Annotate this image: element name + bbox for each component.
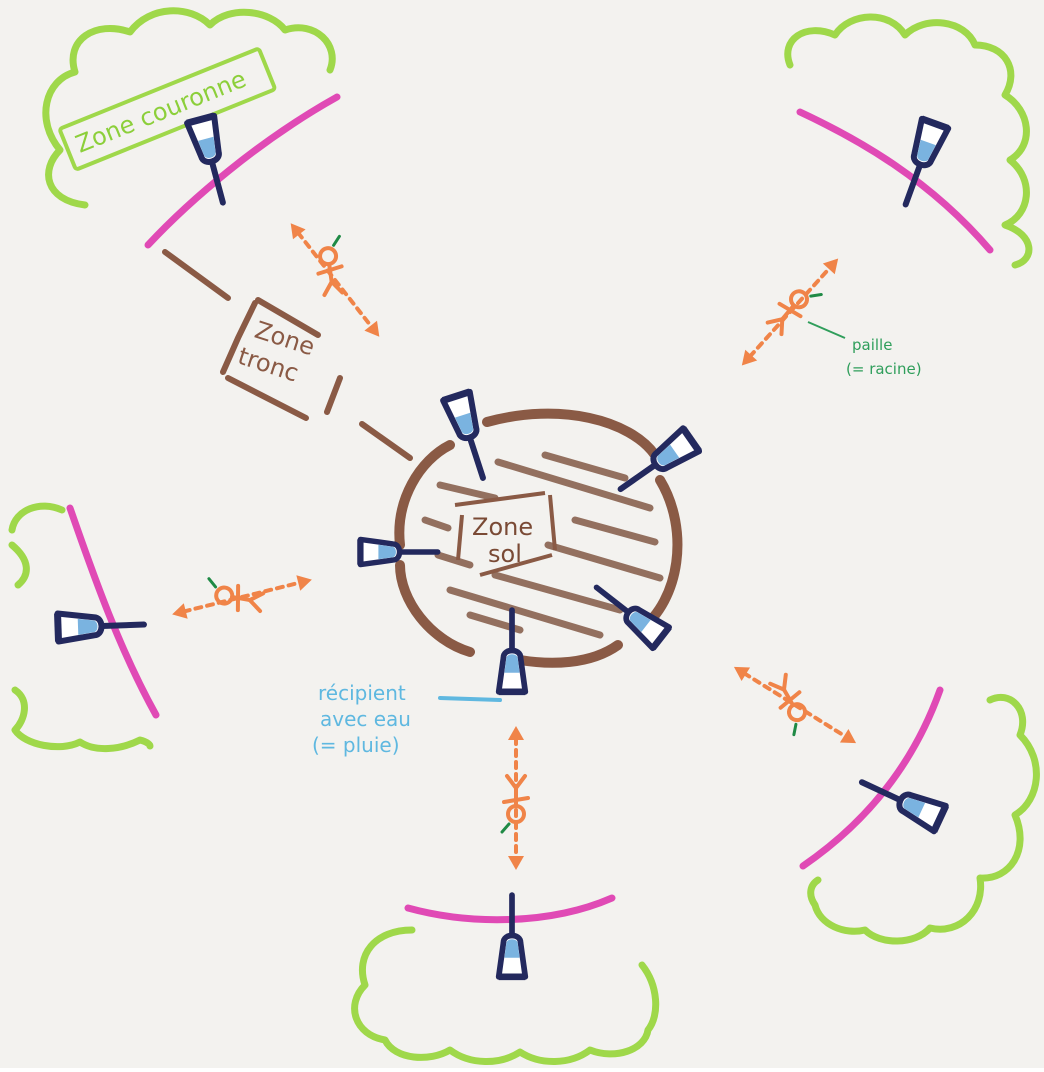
arc-bottom-right [799,686,944,870]
trunk-bar-bottom [225,375,309,421]
arc-left [66,504,160,719]
vessel-icon [499,895,526,977]
trunk-bar-top [255,297,321,338]
zone-sol-line1: Zone [472,513,533,541]
crown-cloud-top-left [42,7,336,209]
soil-hatching [421,451,664,639]
paille-line2: (= racine) [846,360,922,378]
zone-couronne-label: Zone couronne [58,47,277,171]
vessel-icon [856,770,946,832]
zone-sol-line2: sol [488,540,522,568]
person-icon [763,671,819,737]
person-icon [311,234,350,298]
crown-cloud-bottom-right [807,694,1040,945]
straw-pointer [807,321,846,339]
person-icon [500,774,530,834]
arc-top-right [796,108,994,254]
recipient-pointer [438,696,502,702]
person-icon [202,576,267,616]
arc-top-left [144,93,341,249]
crown-cloud-top-right [784,13,1033,269]
trunk-bracket-right [324,375,343,415]
trunk-bracket-left [220,300,258,375]
crown-zones [8,7,1040,1065]
crown-cloud-bottom [351,926,660,1065]
crown-cloud-left [8,502,154,753]
crown-arcs [66,93,994,924]
trunk-line-1 [162,249,231,301]
vessel-icon [443,392,496,482]
soil-zone: Zone sol [394,408,683,668]
recipient-line3: (= pluie) [312,733,400,757]
recipient-line1: récipient [318,681,406,705]
recipient-annotation: récipient avec eau (= pluie) [312,681,502,757]
vessel-icon [187,116,236,206]
trunk-line-2 [359,421,413,461]
zone-couronne-box [58,47,277,171]
recipient-line2: avec eau [320,707,411,731]
trunk-zone [162,249,413,461]
zone-sol-box [454,491,557,577]
vessel-icon [58,611,145,642]
paille-line1: paille [852,336,892,354]
paille-annotation: paille (= racine) [807,321,922,378]
vessel-icon [613,428,700,500]
soil-circle [394,408,683,668]
